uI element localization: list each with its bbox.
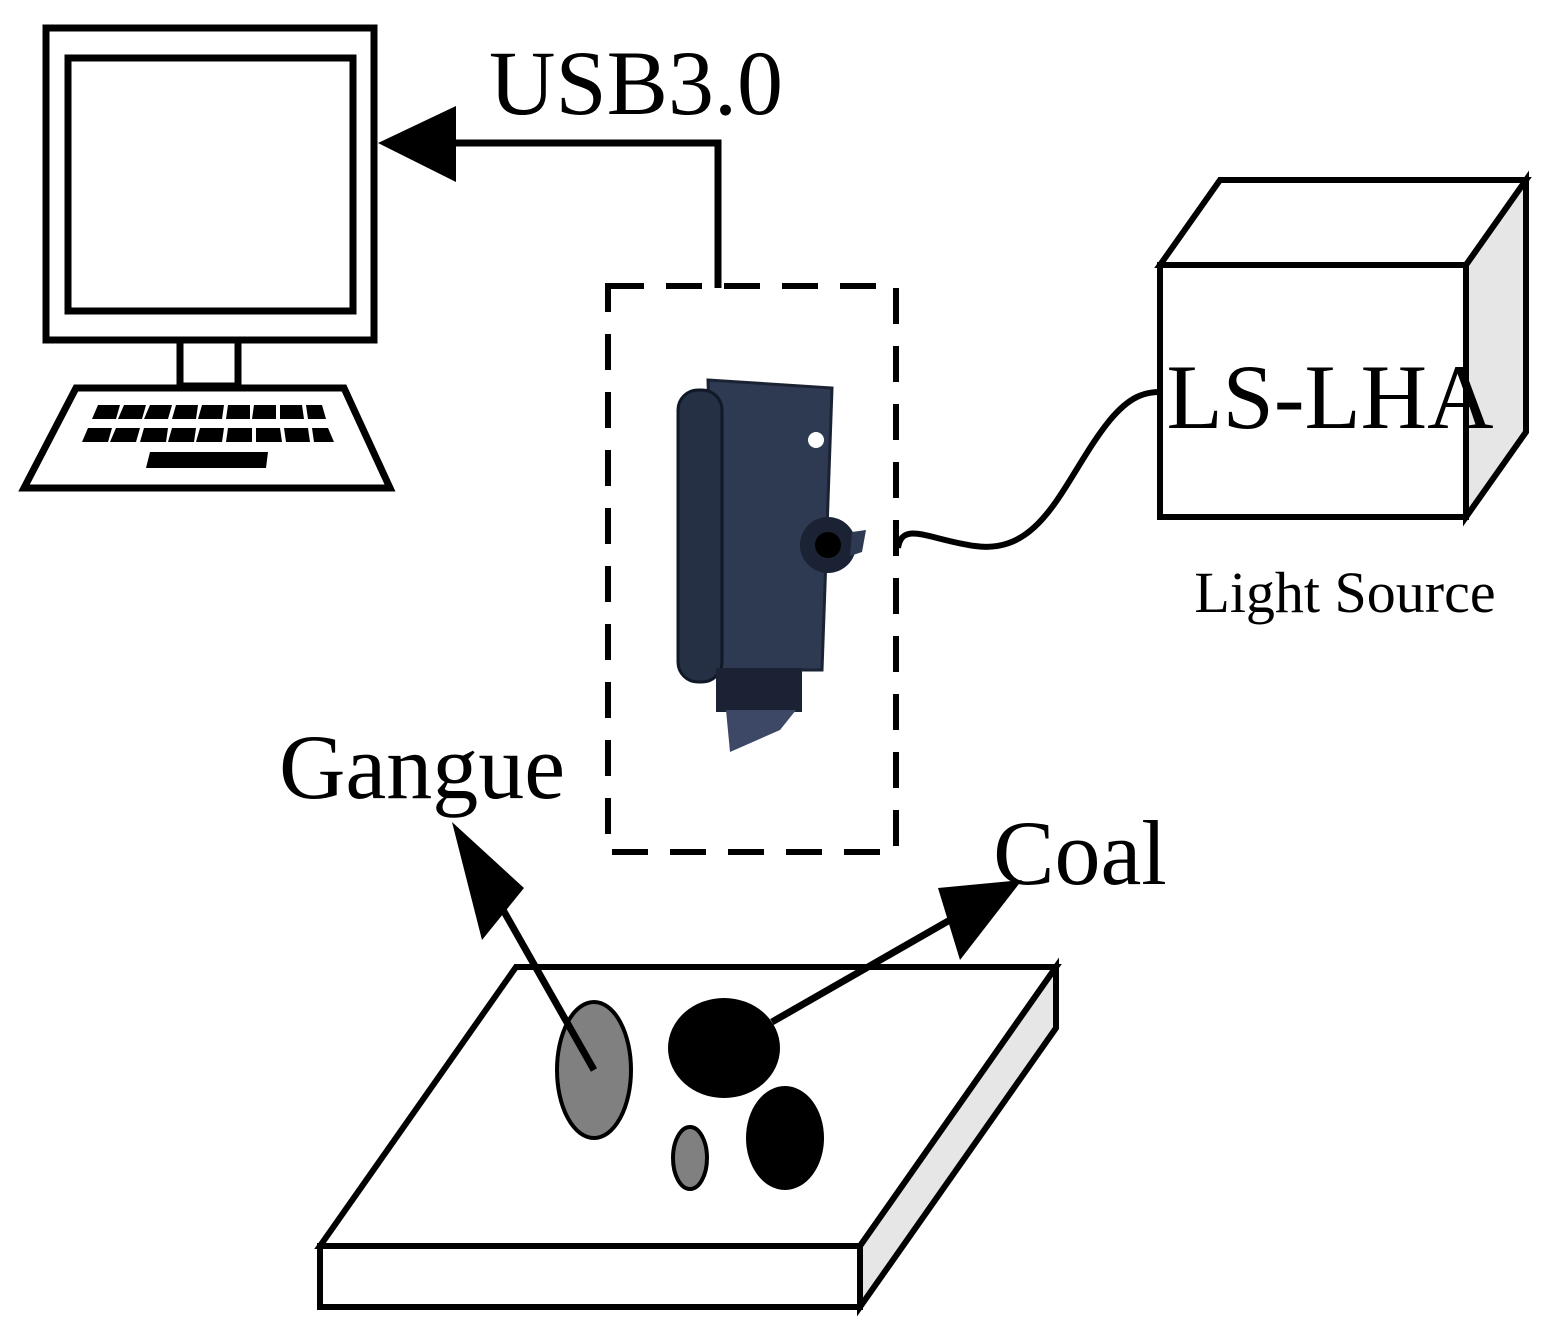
camera-lens-mount	[716, 668, 802, 712]
platform-front-face	[317, 1243, 863, 1310]
camera-status-led	[808, 432, 824, 448]
camera-enclosure-dashed	[605, 283, 899, 855]
gangue-arrowhead	[452, 822, 524, 940]
monitor-stand	[176, 336, 242, 390]
coal-label: Coal	[993, 802, 1167, 904]
platform-top-face	[314, 964, 1062, 1249]
camera-grip	[676, 388, 724, 684]
light-source-model-label: LS-LHA	[1166, 346, 1493, 448]
light-source-cable	[895, 389, 1161, 550]
keyboard-keys	[82, 405, 334, 468]
light-source-caption: Light Source	[1194, 560, 1495, 625]
conveyor-platform-icon	[314, 957, 1062, 1317]
gangue-pointer-arrow	[452, 822, 598, 1072]
computer-icon	[18, 24, 396, 492]
gangue-sample-small	[671, 1125, 709, 1191]
light-source-front-face	[1157, 262, 1469, 520]
gangue-label: Gangue	[279, 716, 565, 818]
arrowhead-to-computer	[378, 106, 456, 182]
coal-sample-small	[746, 1086, 824, 1190]
coal-sample-large	[668, 998, 780, 1098]
usb-label: USB3.0	[489, 32, 783, 134]
coal-arrowhead	[938, 880, 1022, 960]
coal-pointer-arrow	[770, 880, 1022, 1026]
industrial-camera-icon	[676, 378, 866, 752]
light-source-box-icon	[1154, 170, 1532, 527]
usb-connection-arrow	[378, 106, 722, 288]
light-source-top-face	[1154, 177, 1532, 268]
monitor-screen	[64, 54, 357, 315]
camera-lens-tip	[726, 710, 796, 752]
